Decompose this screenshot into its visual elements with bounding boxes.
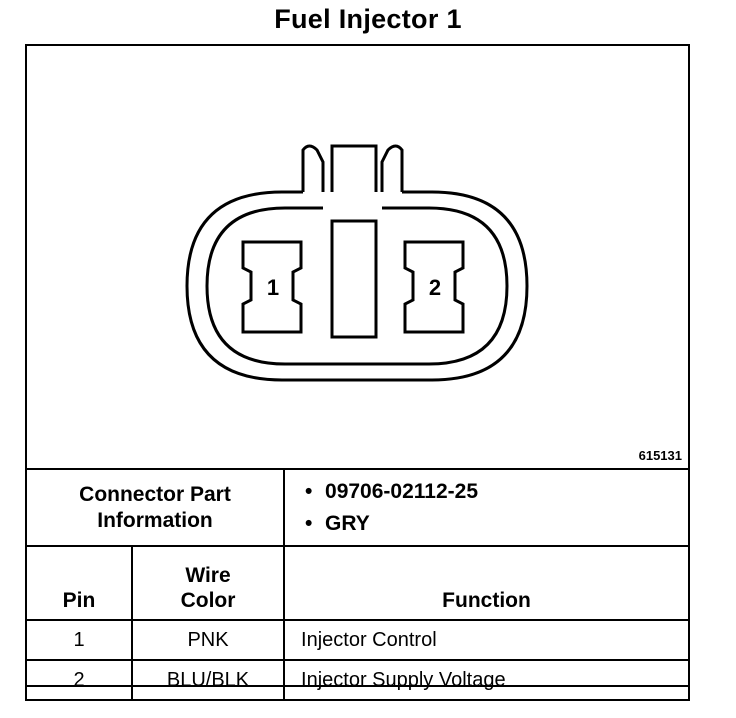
pin-1-cavity: [241, 240, 303, 334]
connector-frame: 1 2 615131 Connector Part Information 09…: [24, 44, 690, 701]
column-header-wire-color: Wire Color: [130, 545, 286, 621]
center-key: [330, 219, 378, 339]
wire-color-cell: BLU/BLK: [130, 659, 286, 701]
page-title: Fuel Injector 1: [274, 4, 462, 34]
column-header-pin: Pin: [25, 545, 133, 621]
part-info-list: 09706-02112-25 GRY: [283, 468, 690, 547]
function-cell: Injector Supply Voltage: [283, 659, 690, 701]
figure-number: 615131: [638, 448, 682, 463]
column-header-function: Function: [283, 545, 690, 621]
wire-color-cell: PNK: [130, 619, 286, 661]
connector-color: GRY: [285, 508, 688, 540]
pin-2-cavity: [403, 240, 465, 334]
function-cell: Injector Control: [283, 619, 690, 661]
pin-cell: 2: [25, 659, 133, 701]
table-row: 2 BLU/BLK Injector Supply Voltage: [25, 659, 690, 701]
connector-body-inner: [205, 206, 509, 366]
connector-diagram: 1 2: [185, 144, 529, 382]
pin-2-label: 2: [429, 275, 441, 300]
part-info-header: Connector Part Information: [24, 468, 286, 547]
part-number: 09706-02112-25: [285, 476, 688, 508]
pinout-table: Connector Part Information 09706-02112-2…: [24, 468, 690, 701]
table-row: 1 PNK Injector Control: [25, 619, 690, 661]
pin-cell: 1: [25, 619, 133, 661]
pin-1-label: 1: [267, 275, 279, 300]
